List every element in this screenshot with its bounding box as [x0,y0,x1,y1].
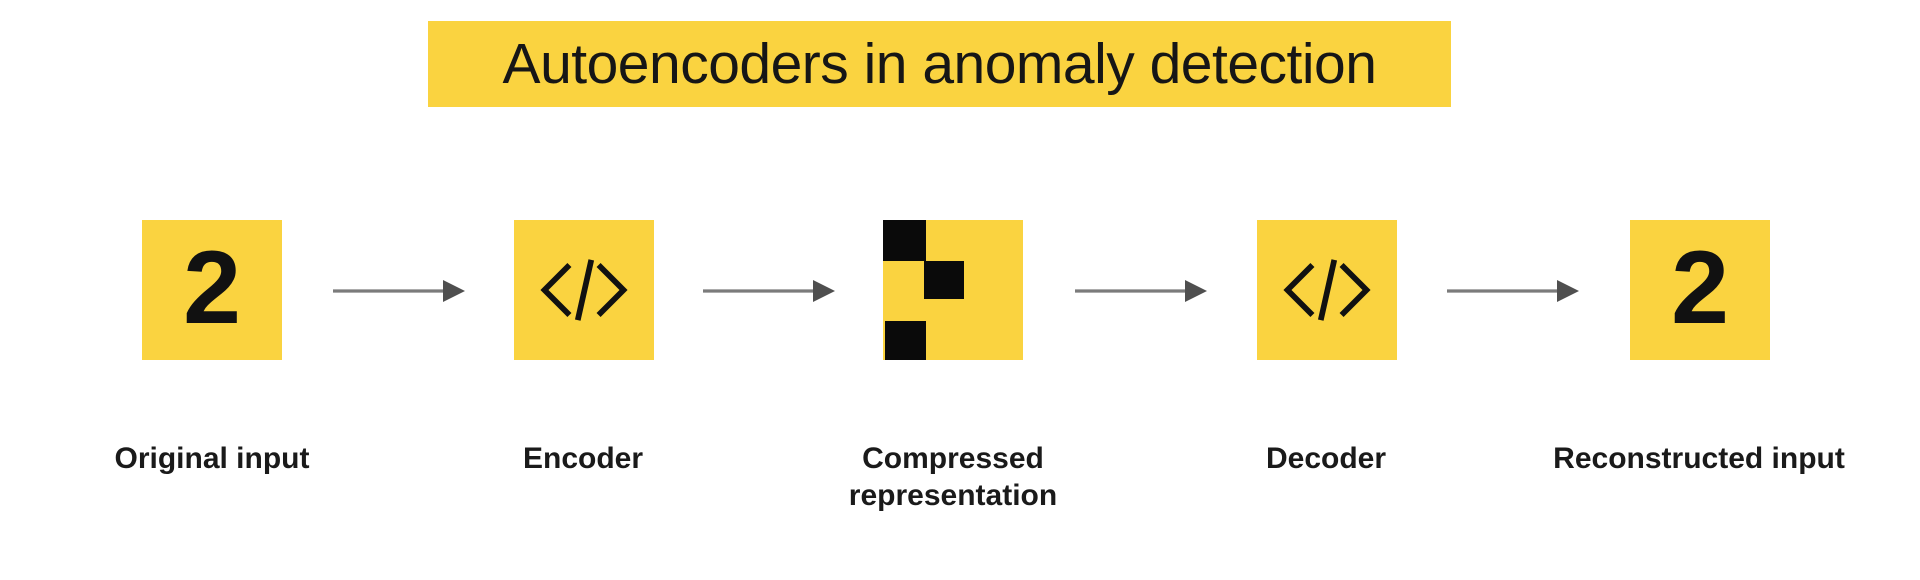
digit-two-glyph: 2 [1671,230,1729,346]
label-decoder: Decoder [1265,442,1387,475]
flow-arrow [1447,280,1579,302]
digit-two-glyph: 2 [183,230,241,346]
flow-arrow [333,280,465,302]
code-icon [540,259,628,321]
title-banner: Autoencoders in anomaly detection [428,21,1451,107]
label-encoder: Encoder [522,442,644,475]
pixel-grid-icon [883,220,927,261]
encoder-node [514,220,654,360]
pixel-grid-icon [924,261,965,300]
label-compressed-representation: Compressed representation [848,442,1058,512]
reconstructed-input-node: 2 [1630,220,1770,360]
code-icon [1283,259,1371,321]
page-title: Autoencoders in anomaly detection [502,32,1377,96]
flow-arrow [1075,280,1207,302]
decoder-node [1257,220,1397,360]
original-input-node: 2 [142,220,282,360]
flow-arrow [703,280,835,302]
pixel-grid-icon [885,320,926,360]
label-reconstructed-input: Reconstructed input [1553,442,1845,475]
compressed-representation-node [883,220,1023,360]
label-original-input: Original input [114,442,310,475]
